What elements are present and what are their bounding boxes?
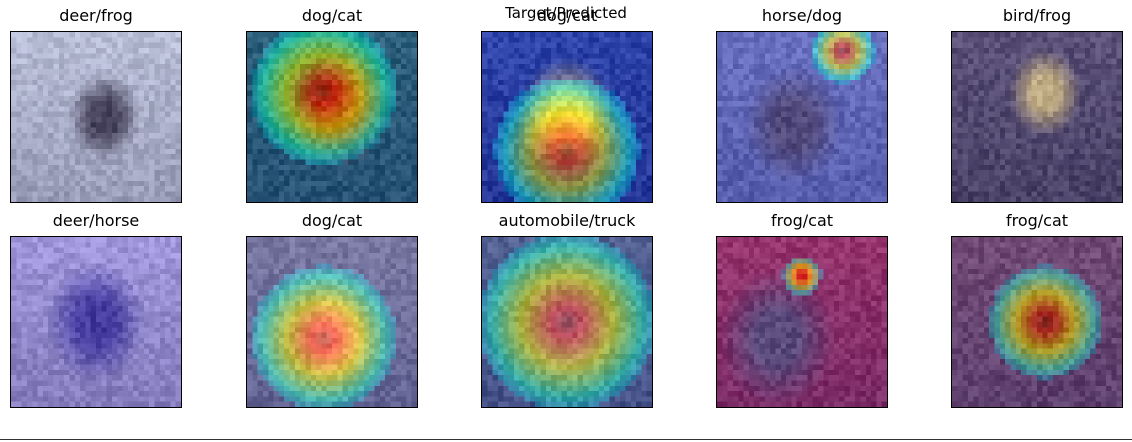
image-frame (246, 236, 418, 408)
bird-on-branch-photo (952, 32, 1122, 202)
purple-moose-photo (11, 237, 181, 407)
dog-sitting-photo (717, 32, 887, 202)
panel-title: dog/cat (301, 6, 363, 25)
dog-blanket-heatmap (247, 237, 417, 407)
panel-title: bird/frog (1002, 6, 1072, 25)
panel-title: horse/dog (761, 6, 843, 25)
car-front-heatmap (482, 237, 652, 407)
bottom-border (0, 439, 1132, 440)
image-frame (716, 236, 888, 408)
panel-title: frog/cat (770, 211, 834, 230)
image-frame (246, 31, 418, 203)
dog-face-heatmap (482, 32, 652, 202)
snowy-fence-deer-photo (11, 32, 181, 202)
panel-title: dog/cat (301, 211, 363, 230)
image-frame (481, 236, 653, 408)
frog-closeup-heatmap (952, 237, 1122, 407)
red-frog-heatmap (717, 237, 887, 407)
image-frame (10, 31, 182, 203)
image-frame (10, 236, 182, 408)
figure-suptitle: Target/Predicted (505, 4, 627, 22)
image-frame (716, 31, 888, 203)
panel-title: deer/horse (52, 211, 140, 230)
panel-title: frog/cat (1005, 211, 1069, 230)
panel-title: deer/frog (59, 6, 133, 25)
dog-on-couch-heatmap (247, 32, 417, 202)
panel-title: dog/cat (536, 6, 598, 25)
image-frame (951, 31, 1123, 203)
panel-title: automobile/truck (498, 211, 636, 230)
image-frame (481, 31, 653, 203)
image-frame (951, 236, 1123, 408)
